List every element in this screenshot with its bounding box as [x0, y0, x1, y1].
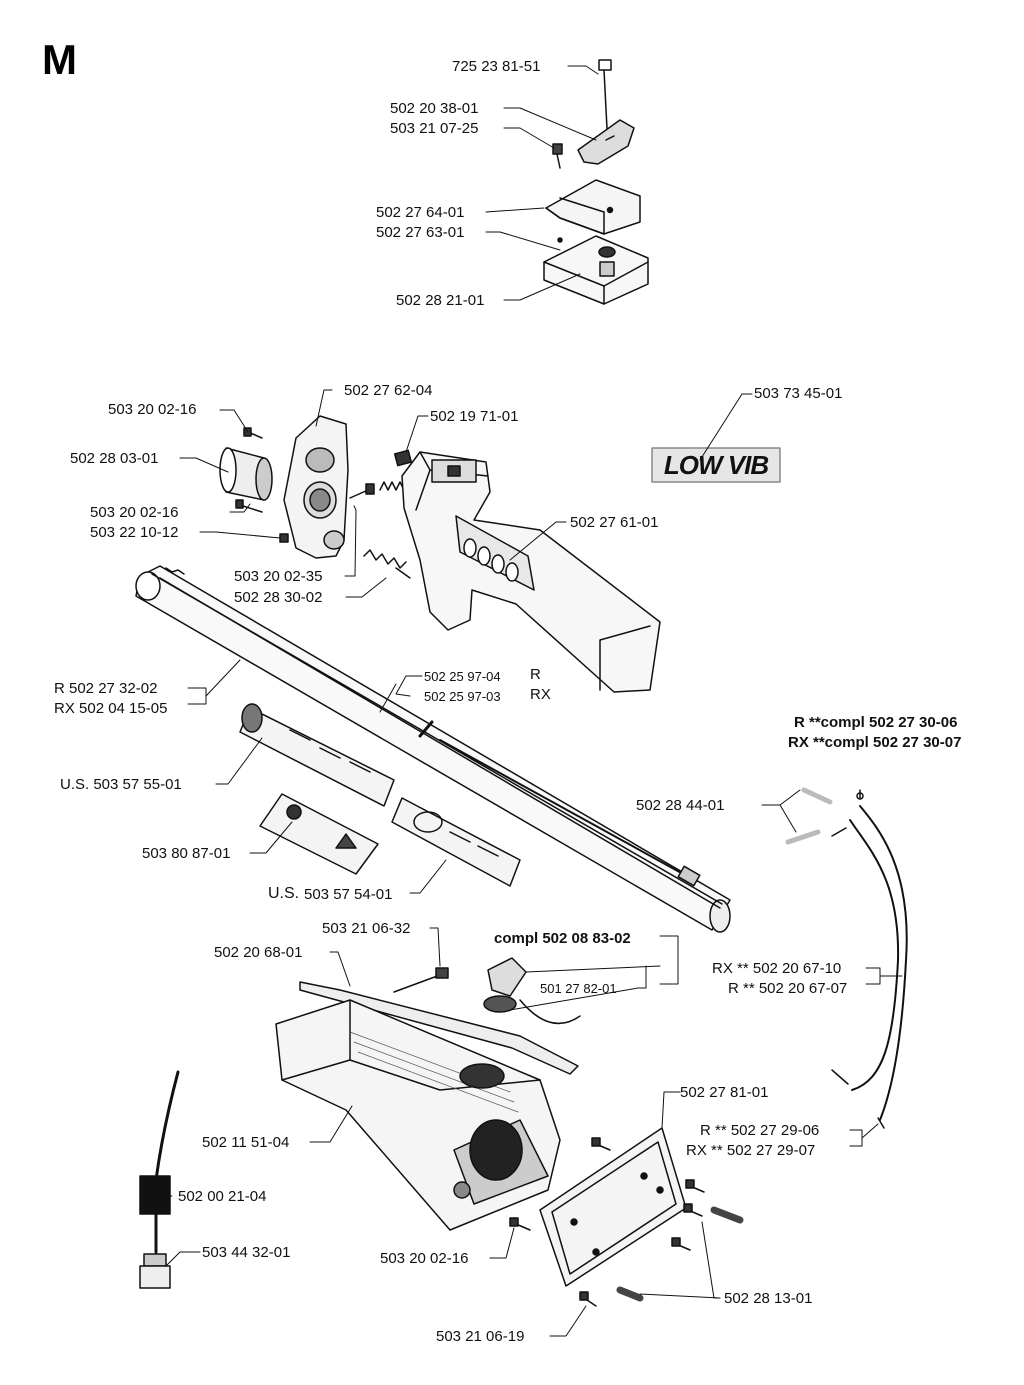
part-label: 502 00 21-04	[178, 1188, 267, 1205]
fuel-hose-icon	[139, 1070, 180, 1254]
part-label: 502 20 68-01	[214, 944, 303, 961]
part-label: 502 27 61-01	[570, 514, 659, 531]
part-label: 503 57 54-01	[304, 886, 393, 903]
part-label: 503 20 02-16	[108, 401, 197, 418]
part-label: 725 23 81-51	[452, 58, 541, 75]
clamp-upper-icon	[545, 179, 641, 243]
part-label: compl 502 08 83-02	[494, 930, 631, 947]
part-label: RX 502 04 15-05	[54, 700, 168, 717]
filler-cap-icon	[483, 957, 581, 1025]
part-label-prefix: U.S.	[268, 885, 300, 902]
part-label: 502 28 44-01	[636, 797, 725, 814]
part-label: 503 73 45-01	[754, 385, 843, 402]
part-label: 503 80 87-01	[142, 845, 231, 862]
part-label: 502 25 97-04	[424, 669, 501, 684]
spring-icon	[363, 481, 411, 579]
part-label: U.S. 503 57 55-01	[60, 776, 182, 793]
leader-lines	[165, 65, 903, 1337]
small-screw-icon	[552, 143, 563, 169]
fuel-line-guard-icon	[299, 981, 579, 1075]
inner-shaft-icon	[439, 739, 701, 887]
part-label: 502 27 64-01	[376, 204, 465, 221]
wing-nut-icon	[577, 119, 635, 165]
part-label: 502 19 71-01	[430, 408, 519, 425]
part-label: 503 20 02-16	[90, 504, 179, 521]
part-label: 502 28 13-01	[724, 1290, 813, 1307]
part-label: RX **compl 502 27 30-07	[788, 734, 962, 751]
part-label: 502 25 97-03	[424, 689, 501, 704]
part-label: 502 28 30-02	[234, 589, 323, 606]
trigger-icon	[393, 449, 413, 467]
connector-plug-icon	[616, 1206, 744, 1302]
section-letter: M	[42, 36, 77, 83]
part-label: RX ** 502 27 29-07	[686, 1142, 816, 1159]
warning-decal-tube-icon	[239, 703, 395, 807]
part-label: 502 28 21-01	[396, 292, 485, 309]
bolt-icon	[509, 1137, 705, 1307]
connector-pin-icon	[785, 787, 833, 845]
part-label: R ** 502 20 67-07	[728, 980, 848, 997]
handle-bracket-icon	[283, 415, 349, 559]
screw-icon	[235, 427, 375, 543]
part-label: R **compl 502 27 30-06	[794, 714, 958, 731]
warning-decal-flat-icon	[259, 793, 379, 875]
part-label: 502 20 38-01	[390, 100, 479, 117]
variant-label: R	[530, 666, 541, 683]
clamp-lower-icon	[543, 235, 649, 305]
low-vib-logo: LOW VIB	[663, 450, 769, 480]
part-label: 503 21 06-32	[322, 920, 411, 937]
shaft-tube-icon	[135, 565, 731, 933]
low-vib-decal-icon	[651, 447, 781, 483]
variant-label: RX	[530, 686, 551, 703]
part-label: 503 21 06-19	[436, 1328, 525, 1345]
part-label: RX ** 502 20 67-10	[712, 960, 842, 977]
screw-icon	[393, 967, 449, 993]
fuel-filter-icon	[139, 1253, 171, 1289]
part-label: R 502 27 32-02	[54, 680, 158, 697]
part-label: 502 27 62-04	[344, 382, 433, 399]
part-label: R ** 502 27 29-06	[700, 1122, 820, 1139]
part-label: 502 27 63-01	[376, 224, 465, 241]
part-label: 502 11 51-04	[202, 1134, 290, 1151]
part-label: 503 20 02-35	[234, 568, 323, 585]
part-label: 503 21 07-25	[390, 120, 479, 137]
tank-housing-icon	[275, 999, 561, 1231]
bushing-icon	[219, 447, 273, 501]
warning-decal-tube2-icon	[391, 797, 521, 887]
part-label: 502 27 81-01	[680, 1084, 769, 1101]
wire-harness-icon	[831, 789, 908, 1129]
part-label: 503 44 32-01	[202, 1244, 291, 1261]
part-label: 502 28 03-01	[70, 450, 159, 467]
part-label: 501 27 82-01	[540, 981, 617, 996]
handle-housing-icon	[401, 451, 661, 693]
part-label: 503 20 02-16	[380, 1250, 469, 1267]
cover-frame-icon	[539, 1127, 687, 1287]
part-label: 503 22 10-12	[90, 524, 179, 541]
